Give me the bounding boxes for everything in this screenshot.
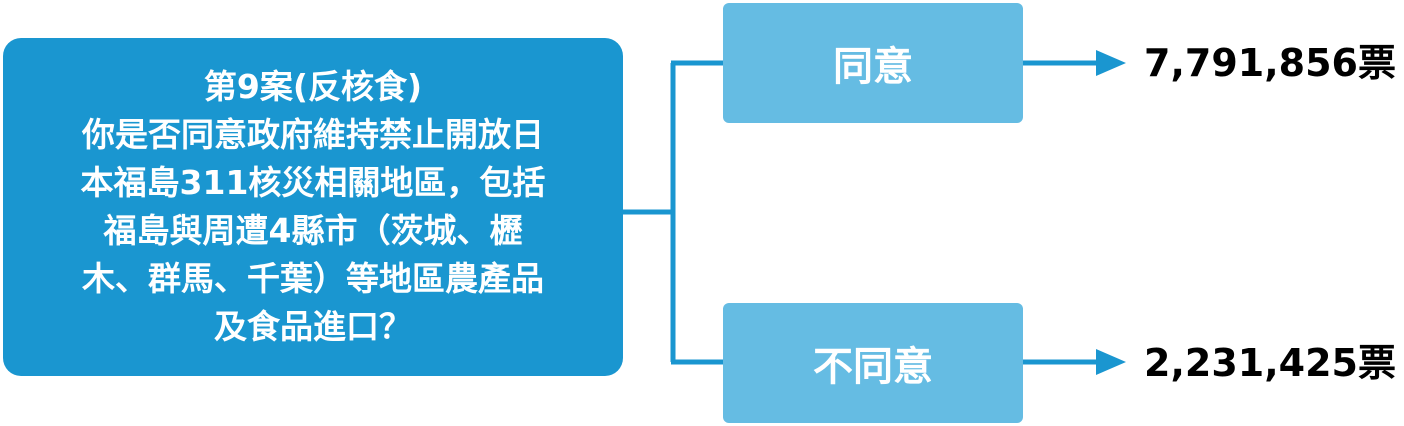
question-line-5: 及食品進口？: [214, 307, 412, 346]
question-title: 第9案(反核食): [203, 67, 423, 106]
option-agree-label: 同意: [833, 44, 913, 90]
option-agree-box: 同意: [723, 3, 1023, 123]
question-line-1: 你是否同意政府維持禁止開放日: [82, 115, 544, 154]
question-box: 第9案(反核食) 你是否同意政府維持禁止開放日 本福島311核災相關地區，包括 …: [3, 38, 623, 376]
arrow-disagree-head: [1096, 349, 1126, 375]
question-line-2: 本福島311核災相關地區，包括: [80, 163, 546, 202]
question-line-3: 福島與周遭4縣市（茨城、櫪: [103, 211, 523, 250]
question-line-4: 木、群馬、千葉）等地區農產品: [82, 259, 544, 298]
arrow-agree-head: [1096, 50, 1126, 76]
result-disagree-votes: 2,231,425票: [1144, 341, 1396, 385]
result-agree-votes: 7,791,856票: [1144, 41, 1396, 85]
option-disagree-label: 不同意: [813, 344, 933, 390]
option-disagree-box: 不同意: [723, 303, 1023, 423]
